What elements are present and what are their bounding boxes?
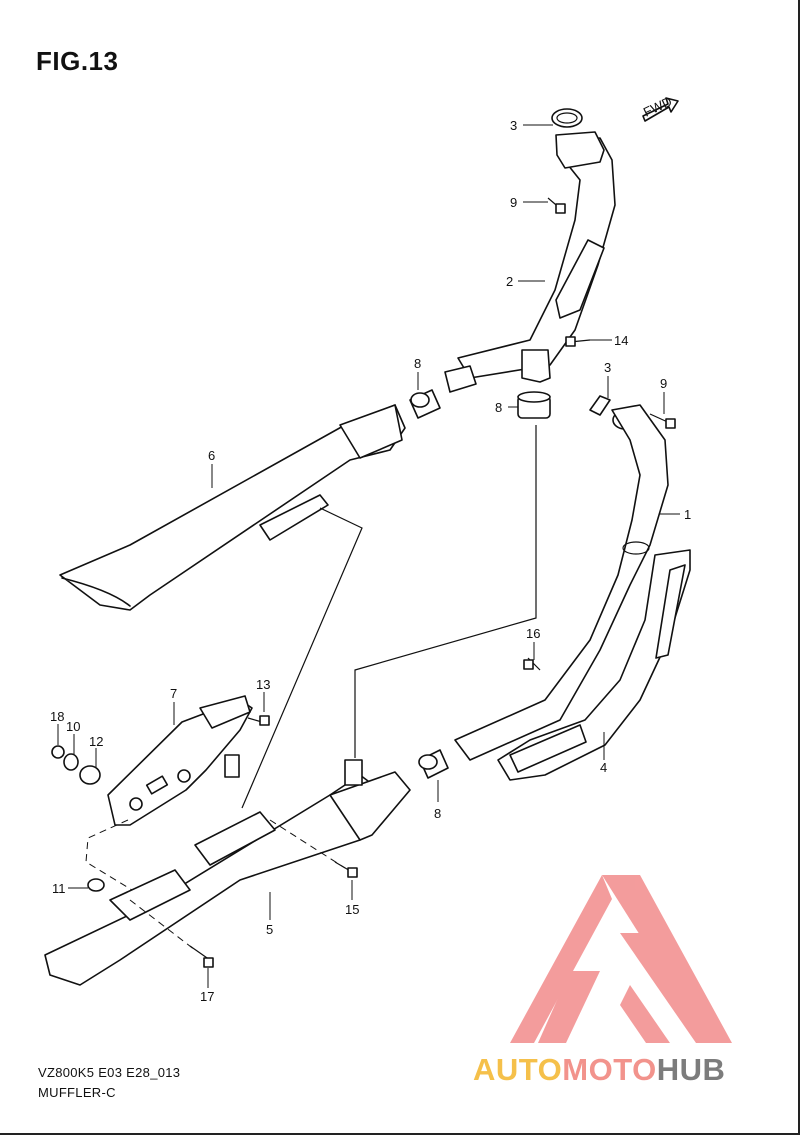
part-number: 14 — [614, 333, 628, 348]
figure-title: FIG.13 — [36, 46, 119, 76]
diagram-name: MUFFLER-C — [38, 1085, 116, 1100]
fwd-label: FWD — [641, 94, 674, 120]
part-number: 9 — [510, 195, 517, 210]
grommet-11 — [87, 878, 105, 892]
bolt-13 — [247, 715, 270, 726]
part-number: 17 — [200, 989, 214, 1004]
front-muffler — [59, 404, 406, 611]
connector-8-upper-right — [517, 391, 551, 419]
part-number: 10 — [66, 719, 80, 734]
part-number: 18 — [50, 709, 64, 724]
washer-10 — [63, 753, 79, 771]
part-number: 5 — [266, 922, 273, 937]
part-number: 15 — [345, 902, 359, 917]
part-number: 9 — [660, 376, 667, 391]
bolt-17 — [189, 945, 214, 968]
part-number: 3 — [604, 360, 611, 375]
watermark-text: AUTOMOTOHUB — [473, 1052, 725, 1088]
part-number: 8 — [414, 356, 421, 371]
part-number: 1 — [684, 507, 691, 522]
part-number: 13 — [256, 677, 270, 692]
muffler-bracket — [107, 695, 253, 826]
part-number: 7 — [170, 686, 177, 701]
watermark-hub: HUB — [656, 1052, 726, 1087]
heat-shield — [497, 549, 691, 781]
part-number: 16 — [526, 626, 540, 641]
bolt-14 — [565, 336, 591, 347]
nut-18 — [51, 745, 65, 759]
part-number: 2 — [506, 274, 513, 289]
bolt-9-lower — [649, 413, 676, 429]
callout-leaders — [57, 124, 680, 988]
watermark-moto: MOTO — [562, 1052, 657, 1087]
part-number: 11 — [52, 881, 66, 896]
rear-muffler — [44, 759, 411, 986]
part-number: 8 — [495, 400, 502, 415]
model-code: VZ800K5 E03 E28_013 — [38, 1065, 181, 1080]
part-numbers: 3 9 2 14 8 8 3 9 1 6 16 7 13 18 10 12 4 … — [50, 118, 691, 1004]
bolt-9-top — [547, 197, 566, 214]
part-number: 4 — [600, 760, 607, 775]
bushing-12 — [79, 765, 101, 785]
automotohub-logo-icon — [510, 875, 732, 1043]
front-exhaust-pipe — [444, 131, 616, 393]
connector-8-lower — [418, 749, 449, 779]
fwd-arrow-icon: FWD — [641, 94, 679, 122]
gasket-top — [551, 108, 583, 128]
bolt-16 — [523, 657, 541, 671]
bolt-15 — [334, 861, 358, 878]
connector-8-upper-left — [409, 389, 441, 419]
part-number: 6 — [208, 448, 215, 463]
part-number: 3 — [510, 118, 517, 133]
assembly-lines — [85, 425, 537, 951]
watermark-auto: AUTO — [473, 1052, 563, 1087]
part-number: 12 — [89, 734, 103, 749]
rear-exhaust-pipe — [454, 404, 669, 761]
part-number: 8 — [434, 806, 441, 821]
